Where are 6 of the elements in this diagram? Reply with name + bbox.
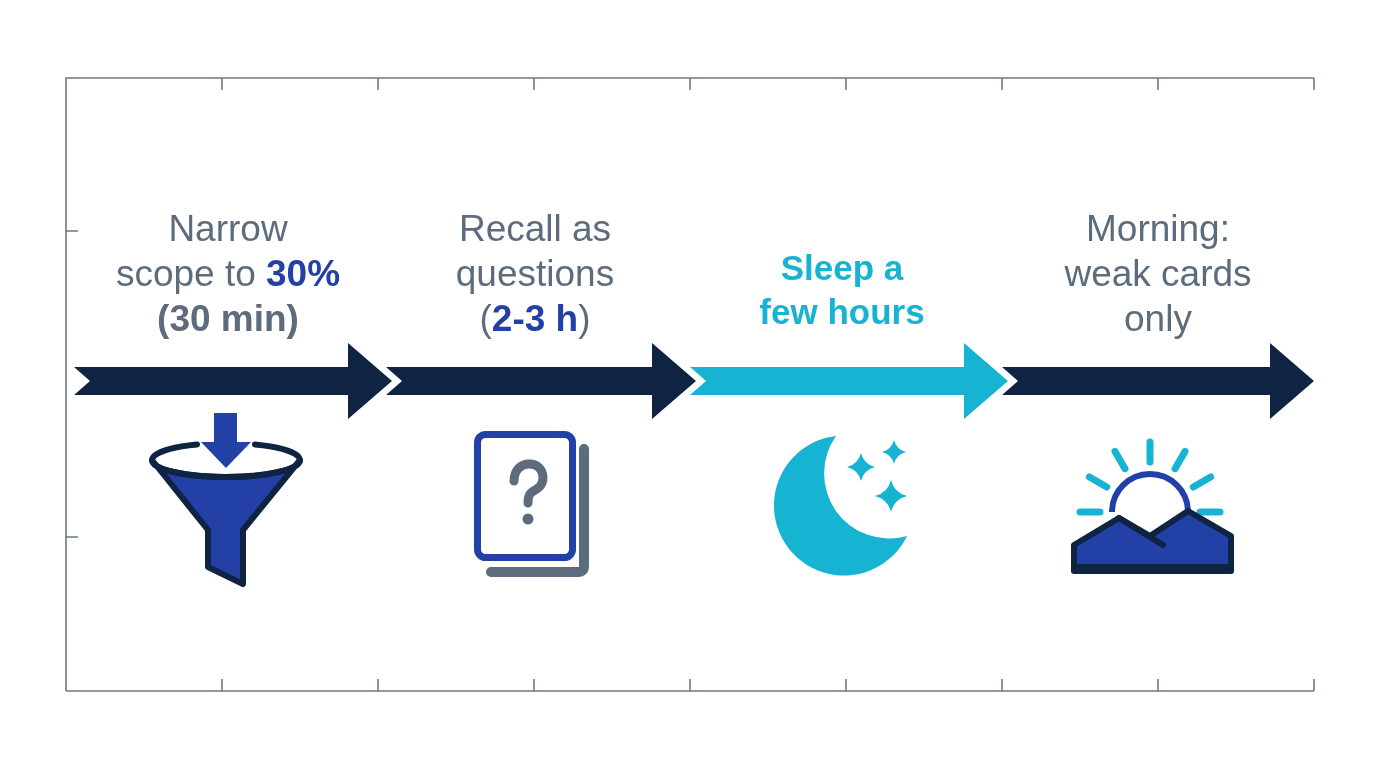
step-label: (2-3 h): [479, 297, 591, 341]
step-label: Sleep a few hours: [758, 247, 926, 333]
step-label: Narrow scope to 30%: [114, 207, 342, 296]
step-label: (30 min): [157, 297, 299, 341]
step-label: Recall as questions: [454, 207, 616, 296]
step-label: Morning: weak cards only: [1063, 207, 1253, 341]
